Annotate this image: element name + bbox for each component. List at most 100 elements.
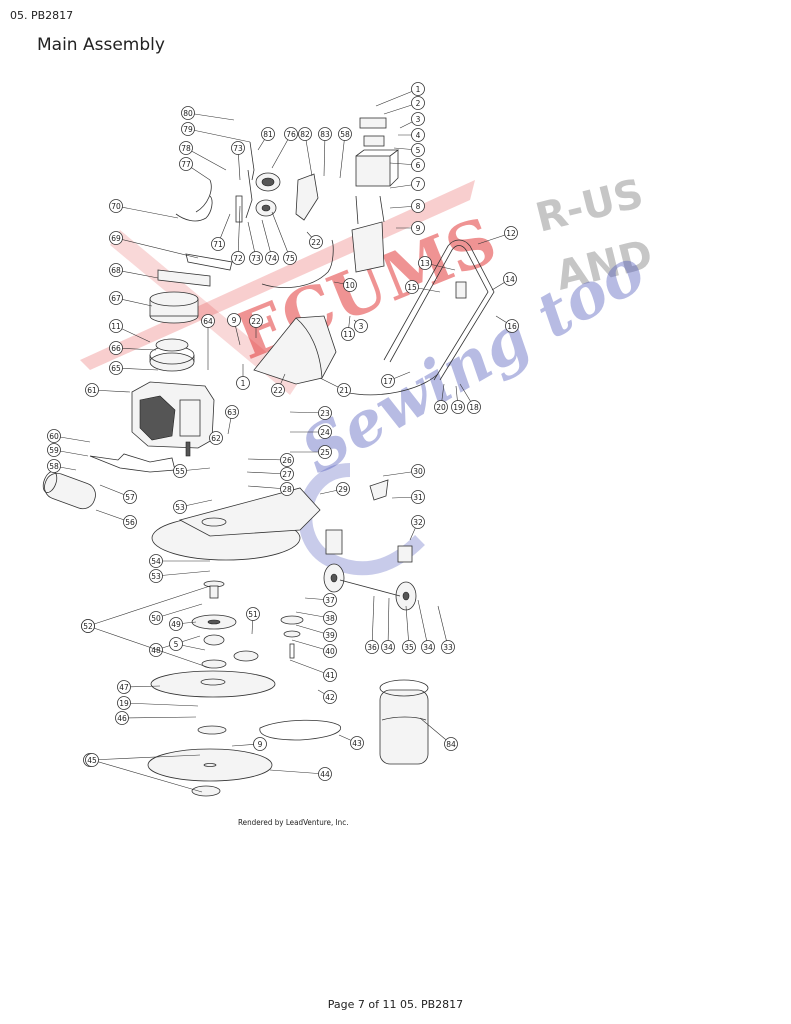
callout-number: 11	[111, 322, 121, 331]
callout-37: 37	[304, 593, 337, 607]
leader-line	[187, 128, 251, 143]
callout-balloon	[411, 177, 425, 191]
callout-number: 35	[404, 643, 414, 652]
callout-42: 42	[317, 689, 337, 704]
callout-6: 6	[389, 158, 425, 172]
callout-number: 16	[507, 322, 517, 331]
callout-balloon	[47, 443, 61, 457]
callout-number: 79	[183, 125, 193, 134]
callouts: 1234567891012131415161718192021222222232…	[47, 82, 519, 793]
hub	[201, 659, 227, 669]
callout-number: 54	[151, 557, 161, 566]
callout-number: 34	[383, 643, 393, 652]
callout-balloon	[231, 251, 245, 265]
callout-balloon	[284, 127, 298, 141]
callout-balloon	[169, 637, 183, 651]
callout-number: 58	[49, 462, 59, 471]
callout-35: 35	[402, 605, 416, 654]
callout-balloon	[271, 383, 285, 397]
callout-number: 47	[119, 683, 129, 692]
battery-hardware	[363, 135, 385, 147]
axle-bracket-left	[325, 529, 343, 555]
callout-number: 62	[211, 434, 221, 443]
callout-58: 58	[338, 127, 352, 179]
callout-19: 19	[117, 696, 199, 710]
callout-9: 9	[396, 221, 425, 235]
callout-number: 22	[311, 238, 321, 247]
leader-line	[115, 237, 199, 259]
callout-39: 39	[295, 624, 337, 642]
callout-balloon	[283, 251, 297, 265]
callout-57: 57	[99, 484, 137, 504]
callout-33: 33	[437, 605, 455, 654]
callout-balloon	[444, 737, 458, 751]
callout-number: 58	[340, 130, 350, 139]
callout-balloon	[323, 644, 337, 658]
callout-balloon	[225, 405, 239, 419]
callout-balloon	[323, 628, 337, 642]
callout-number: 38	[325, 614, 335, 623]
engine-pulley	[280, 615, 304, 638]
callout-balloon	[411, 464, 425, 478]
callout-28: 28	[247, 482, 294, 496]
callout-number: 59	[49, 446, 59, 455]
callout-36: 36	[365, 595, 379, 654]
callout-balloon	[117, 680, 131, 694]
pin	[289, 643, 295, 659]
callout-balloon	[246, 607, 260, 621]
callout-47: 47	[117, 680, 161, 694]
callout-32: 32	[409, 515, 425, 541]
callout-49: 49	[169, 617, 197, 631]
callout-number: 83	[320, 130, 330, 139]
callout-11: 11	[109, 319, 151, 343]
callout-balloon	[337, 383, 351, 397]
callout-number: 63	[227, 408, 237, 417]
dust-bag	[379, 679, 429, 765]
leader-line	[289, 659, 331, 676]
callout-number: 9	[416, 224, 421, 233]
callout-balloon	[149, 569, 163, 583]
callout-balloon	[236, 376, 250, 390]
deck-parts	[147, 315, 429, 797]
callout-balloon	[209, 431, 223, 445]
callout-number: 61	[87, 386, 97, 395]
callout-54: 54	[149, 554, 210, 568]
callout-balloon	[261, 127, 275, 141]
callout-balloon	[280, 482, 294, 496]
callout-balloon	[323, 690, 337, 704]
engine-parts	[42, 141, 334, 510]
callout-46: 46	[115, 711, 197, 725]
callout-number: 45	[87, 756, 97, 765]
flywheel-screen	[149, 338, 195, 372]
callout-84: 84	[419, 717, 458, 751]
callout-24: 24	[290, 425, 332, 439]
callout-balloon	[179, 141, 193, 155]
callout-balloon	[504, 226, 518, 240]
callout-number: 1	[241, 379, 246, 388]
callout-1: 1	[375, 82, 425, 107]
callout-number: 65	[111, 364, 121, 373]
callout-number: 71	[213, 240, 223, 249]
strap	[185, 253, 233, 271]
leader-line	[417, 599, 429, 648]
callout-number: 20	[436, 403, 446, 412]
callout-14: 14	[491, 272, 517, 291]
callout-72: 72	[231, 205, 245, 265]
callout-52: 52	[81, 619, 211, 669]
callout-41: 41	[289, 659, 337, 682]
callout-number: 14	[505, 275, 515, 284]
callout-70: 70	[109, 199, 179, 219]
callout-7: 7	[389, 177, 425, 191]
callout-number: 49	[171, 620, 181, 629]
callout-number: 27	[282, 470, 292, 479]
callout-number: 11	[343, 330, 353, 339]
leader-line	[155, 570, 211, 577]
callout-number: 73	[233, 144, 243, 153]
callout-8: 8	[389, 199, 425, 213]
callout-number: 51	[248, 610, 258, 619]
callout-68: 68	[109, 263, 159, 279]
callout-number: 72	[233, 254, 243, 263]
callout-balloon	[381, 374, 395, 388]
leader-line	[115, 269, 159, 279]
